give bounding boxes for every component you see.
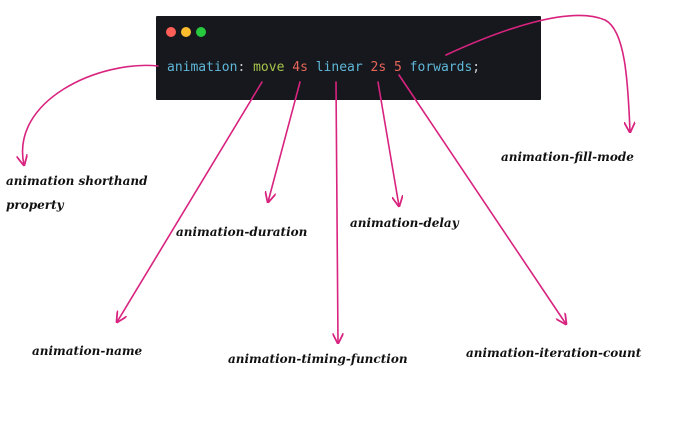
window-maximize-dot (196, 27, 206, 37)
label-shorthand-line2: property (6, 198, 64, 212)
label-name: animation-name (32, 344, 143, 358)
arrow-shorthand-property (23, 64, 159, 165)
label-iteration-count: animation-iteration-count (466, 346, 642, 360)
token-duration-4s: 4s (292, 60, 308, 75)
label-timing-function: animation-timing-function (228, 352, 408, 366)
arrow-name (117, 81, 263, 322)
arrow-fill-mode (445, 14, 630, 132)
window-close-dot (166, 27, 176, 37)
label-duration: animation-duration (176, 225, 308, 239)
code-line: animation: move 4s linear 2s 5 forwards; (167, 60, 480, 75)
label-fill-mode: animation-fill-mode (501, 150, 634, 164)
token-linear: linear (315, 60, 363, 75)
window-minimize-dot (181, 27, 191, 37)
arrow-timing-function (336, 81, 338, 343)
token-colon: : (237, 60, 254, 75)
token-iteration-5: 5 (394, 60, 402, 75)
arrow-duration (268, 81, 301, 202)
label-shorthand-line1: animation shorthand (6, 174, 148, 188)
code-window: animation: move 4s linear 2s 5 forwards; (156, 16, 541, 100)
token-forwards: forwards (409, 60, 473, 75)
token-semicolon: ; (472, 60, 481, 75)
token-animation-property: animation (167, 60, 238, 75)
arrow-delay (377, 81, 399, 206)
label-delay: animation-delay (350, 216, 459, 230)
arrow-iteration-count (398, 74, 566, 324)
token-delay-2s: 2s (370, 60, 387, 75)
token-move-name: move (253, 60, 285, 75)
